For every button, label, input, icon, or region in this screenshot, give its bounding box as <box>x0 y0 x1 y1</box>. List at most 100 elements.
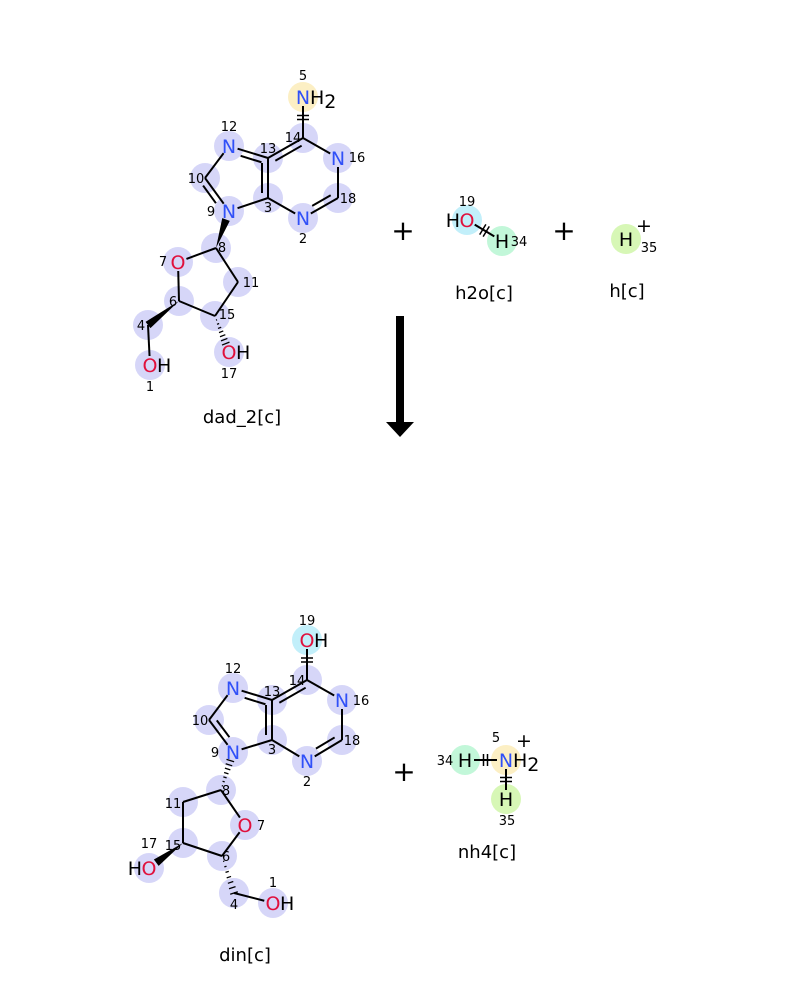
plus-sign: + <box>391 214 414 247</box>
atom-map-number: 3 <box>268 743 276 758</box>
bond <box>241 739 273 751</box>
wedge-bond <box>216 218 230 248</box>
bond <box>182 842 223 857</box>
hash-bond-stroke <box>224 865 227 868</box>
bond <box>306 679 335 697</box>
atom-map-number: 2 <box>299 232 307 247</box>
bond <box>241 689 273 701</box>
atom-map-number: 13 <box>260 142 277 157</box>
atom-symbol: N <box>331 148 345 170</box>
molecule-name: h2o[c] <box>455 283 513 304</box>
atom-highlight <box>611 224 641 254</box>
hash-bond-stroke <box>224 767 231 771</box>
atom-hydrogen-suffix: H <box>314 630 328 652</box>
atom-symbol: N <box>335 690 349 712</box>
bond-mapping-tick <box>479 223 487 236</box>
bond <box>147 324 151 357</box>
bond <box>271 679 308 701</box>
atom-highlight <box>450 745 480 775</box>
molecule-name: nh4[c] <box>458 842 516 863</box>
atom-map-number: 6 <box>222 850 230 865</box>
atom-map-number: 1 <box>269 876 277 891</box>
atom-highlight <box>323 143 353 173</box>
plus-sign: + <box>392 755 415 788</box>
hash-bond-stroke <box>218 330 224 334</box>
hash-bond-stroke <box>225 763 233 767</box>
atom-map-number: 16 <box>349 151 366 166</box>
atom-symbol: N <box>226 742 240 764</box>
atom-hydrogen-prefix: H <box>128 858 142 880</box>
atom-charge: + <box>516 730 532 752</box>
atom-map-number: 8 <box>222 784 230 799</box>
atom-symbol: H <box>458 750 472 772</box>
bond <box>310 197 339 215</box>
bond-double-line <box>202 184 217 204</box>
bond <box>220 789 241 819</box>
atom-map-number: 9 <box>207 205 215 220</box>
bond-double-line <box>244 696 266 706</box>
molecule-name: dad_2[c] <box>203 407 281 428</box>
bond-double-line <box>278 686 307 704</box>
atom-symbol: O <box>460 210 475 232</box>
hash-bond-stroke <box>221 341 230 346</box>
atom-hydrogen-suffix: H <box>157 355 171 377</box>
atom-symbol: N <box>300 751 314 773</box>
atom-symbol: H <box>499 789 513 811</box>
atom-symbol: N <box>222 201 236 223</box>
atom-symbol: O <box>171 252 186 274</box>
atom-highlight <box>218 737 248 767</box>
bond <box>177 270 180 302</box>
atom-highlight <box>230 810 260 840</box>
atom-map-number: 35 <box>641 241 658 256</box>
hash-bond-stroke <box>223 776 227 779</box>
atom-highlight <box>163 247 193 277</box>
atom-map-number: 34 <box>511 235 528 250</box>
hydrogen-count: 2 <box>324 91 336 113</box>
atom-map-number: 4 <box>137 319 145 334</box>
bond <box>474 223 495 238</box>
atom-map-number: 17 <box>221 367 238 382</box>
atom-hydrogen-prefix: H <box>446 210 460 232</box>
reaction-arrow-shaft <box>396 316 404 422</box>
atom-highlight <box>288 203 318 233</box>
bond <box>221 831 241 857</box>
atom-symbol: N <box>226 678 240 700</box>
atom-map-number: 9 <box>211 746 219 761</box>
bond <box>237 197 269 210</box>
atom-symbol: N <box>296 208 310 230</box>
atom-map-number: 1 <box>146 380 154 395</box>
molecule-h-c: H+35h[c] <box>609 215 657 302</box>
atom-map-number: 10 <box>192 714 209 729</box>
hash-bond-stroke <box>226 758 235 763</box>
atom-map-number: 5 <box>299 69 307 84</box>
atom-symbol: N <box>499 750 513 772</box>
bond-double-line <box>315 736 336 750</box>
atom-map-number: 3 <box>264 201 272 216</box>
atom-symbol: O <box>266 893 281 915</box>
plus-sign: + <box>552 214 575 247</box>
atom-map-number: 11 <box>243 276 260 291</box>
hash-bond-stroke <box>227 880 234 884</box>
bond <box>233 892 265 902</box>
atom-map-number: 7 <box>159 255 167 270</box>
hash-bond-stroke <box>223 771 229 775</box>
wedge-bond <box>153 843 183 866</box>
bond <box>302 137 331 155</box>
atom-map-number: 6 <box>169 295 177 310</box>
atom-symbol: H <box>619 229 633 251</box>
atom-map-number: 12 <box>225 662 242 677</box>
bond-double-line <box>274 144 303 162</box>
hash-bond-stroke <box>228 886 236 890</box>
atom-symbol: N <box>296 87 310 109</box>
atom-highlight <box>214 131 244 161</box>
atom-map-number: 14 <box>285 131 302 146</box>
hash-bond-stroke <box>225 870 229 874</box>
atom-map-number: 7 <box>257 819 265 834</box>
atom-symbol: H <box>495 231 509 253</box>
atom-highlight <box>452 205 482 235</box>
atom-highlight <box>487 226 517 256</box>
